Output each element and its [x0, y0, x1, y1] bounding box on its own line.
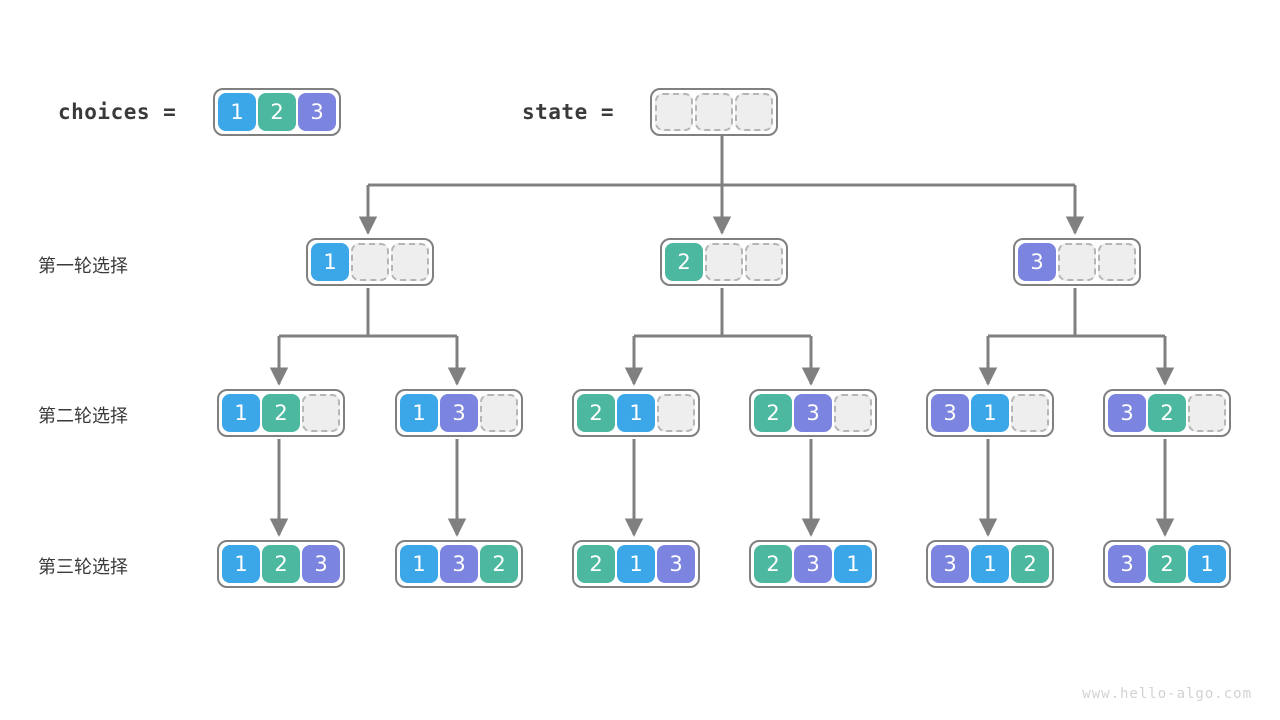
state-cell-2 [735, 93, 773, 131]
round-3-node-1-cell-0: 1 [222, 545, 260, 583]
round-2-node-6-cell-1: 2 [1148, 394, 1186, 432]
choices-cell-1: 2 [258, 93, 296, 131]
round-2-node-4-cell-2 [834, 394, 872, 432]
round-3-node-6-cell-2: 1 [1188, 545, 1226, 583]
round-3-node-6-cell-1: 2 [1148, 545, 1186, 583]
watermark: www.hello-algo.com [1082, 686, 1252, 702]
round-1-node-1-cell-2 [391, 243, 429, 281]
round-2-node-2-cell-1: 3 [440, 394, 478, 432]
round-1-node-2-cell-0: 2 [665, 243, 703, 281]
round-2-node-1-cell-2 [302, 394, 340, 432]
round-2-node-2-cell-0: 1 [400, 394, 438, 432]
round-2-node-3-cell-2 [657, 394, 695, 432]
round-1-node-3-cell-0: 3 [1018, 243, 1056, 281]
round-1-node-1: 1 [306, 238, 434, 286]
state-array [650, 88, 778, 136]
round-2-node-4-cell-1: 3 [794, 394, 832, 432]
round-3-node-1-cell-1: 2 [262, 545, 300, 583]
round-1-node-2-cell-2 [745, 243, 783, 281]
round-3-node-5-cell-1: 1 [971, 545, 1009, 583]
round-3-node-5-cell-2: 2 [1011, 545, 1049, 583]
round-2-node-4-cell-0: 2 [754, 394, 792, 432]
round-3-node-5-cell-0: 3 [931, 545, 969, 583]
round-3-node-3-cell-1: 1 [617, 545, 655, 583]
round-1-node-2-cell-1 [705, 243, 743, 281]
round-3-node-4-cell-0: 2 [754, 545, 792, 583]
round-2-node-5-cell-0: 3 [931, 394, 969, 432]
choices-cell-2: 3 [298, 93, 336, 131]
state-cell-1 [695, 93, 733, 131]
state-label: state = [522, 100, 615, 124]
round-1-node-3-cell-2 [1098, 243, 1136, 281]
round-2-node-3-cell-0: 2 [577, 394, 615, 432]
row-label-round-3: 第三轮选择 [38, 557, 128, 578]
round-1-node-2: 2 [660, 238, 788, 286]
round-2-node-5-cell-1: 1 [971, 394, 1009, 432]
round-1-node-3-cell-1 [1058, 243, 1096, 281]
round-3-node-2-cell-2: 2 [480, 545, 518, 583]
round-3-node-4-cell-1: 3 [794, 545, 832, 583]
row-label-round-2: 第二轮选择 [38, 406, 128, 427]
round-3-node-3-cell-0: 2 [577, 545, 615, 583]
round-3-node-4-cell-2: 1 [834, 545, 872, 583]
round-1-node-1-cell-0: 1 [311, 243, 349, 281]
round-2-node-3-cell-1: 1 [617, 394, 655, 432]
round-1-node-3: 3 [1013, 238, 1141, 286]
round-1-node-1-cell-1 [351, 243, 389, 281]
round-2-node-1-cell-0: 1 [222, 394, 260, 432]
round-2-node-5-cell-2 [1011, 394, 1049, 432]
round-2-node-2-cell-2 [480, 394, 518, 432]
round-3-node-6-cell-0: 3 [1108, 545, 1146, 583]
state-cell-0 [655, 93, 693, 131]
choices-label: choices = [58, 100, 177, 124]
round-2-node-6-cell-2 [1188, 394, 1226, 432]
round-3-node-2-cell-1: 3 [440, 545, 478, 583]
round-2-node-1-cell-1: 2 [262, 394, 300, 432]
round-3-node-3-cell-2: 3 [657, 545, 695, 583]
row-label-round-1: 第一轮选择 [38, 256, 128, 277]
choices-cell-0: 1 [218, 93, 256, 131]
round-3-node-1-cell-2: 3 [302, 545, 340, 583]
round-2-node-6-cell-0: 3 [1108, 394, 1146, 432]
round-3-node-2-cell-0: 1 [400, 545, 438, 583]
